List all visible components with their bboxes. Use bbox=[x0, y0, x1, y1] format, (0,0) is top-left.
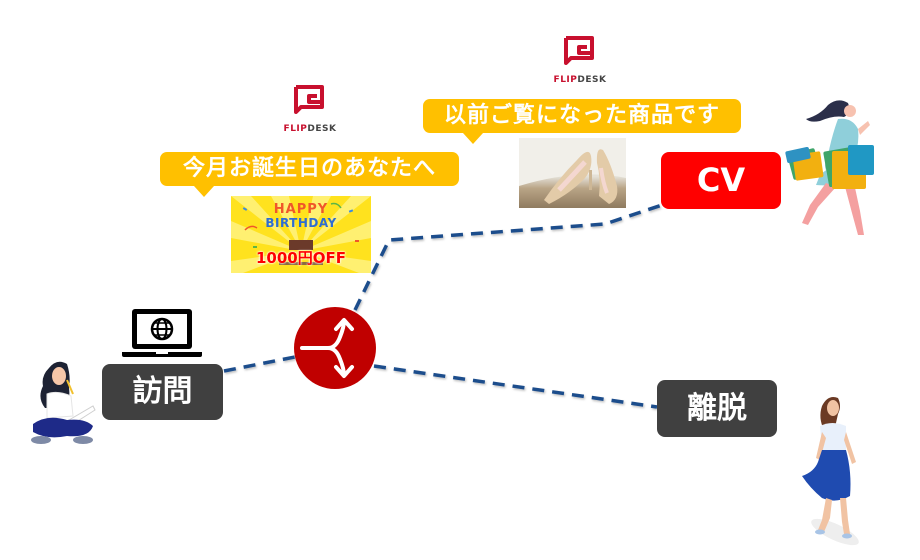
birthday-banner-image: HAPPY BIRTHDAY 1000円OFF bbox=[231, 196, 371, 273]
flipdesk-logo-icon bbox=[294, 85, 324, 114]
exit-label: 離脱 bbox=[657, 380, 777, 437]
flipdesk-logo: FLIPDESK bbox=[280, 82, 340, 134]
shoes-illustration bbox=[519, 138, 626, 204]
line-branch-to-exit bbox=[373, 364, 658, 409]
banner-discount: 1000円OFF bbox=[256, 249, 346, 267]
banner-rays bbox=[231, 196, 371, 273]
logo-text: FLIPDESK bbox=[283, 124, 337, 134]
flipdesk-logo: FLIPDESK bbox=[550, 33, 610, 85]
cv-label: CV bbox=[661, 152, 781, 209]
banner-happy: HAPPY bbox=[273, 202, 329, 217]
walking-woman-illustration bbox=[802, 397, 859, 546]
seated-woman-illustration bbox=[31, 361, 96, 444]
flipdesk-logo-icon bbox=[564, 36, 594, 65]
shopping-woman-illustration bbox=[785, 100, 874, 235]
line-branch-to-cv bbox=[353, 203, 663, 311]
callout-birthday: 今月お誕生日のあなたへ bbox=[160, 152, 459, 197]
callout-viewed-text: 以前ご覧になった商品です bbox=[443, 103, 720, 128]
line-visit-to-branch bbox=[223, 354, 301, 373]
shoes-product-image bbox=[519, 138, 626, 208]
callout-birthday-text: 今月お誕生日のあなたへ bbox=[182, 156, 436, 181]
logo-text: FLIPDESK bbox=[553, 75, 607, 85]
visit-label: 訪問 bbox=[102, 364, 223, 420]
banner-birthday: BIRTHDAY bbox=[265, 216, 337, 230]
laptop-globe-icon bbox=[122, 309, 202, 357]
callout-viewed: 以前ご覧になった商品です bbox=[423, 99, 741, 144]
split-arrow-icon bbox=[294, 307, 376, 389]
